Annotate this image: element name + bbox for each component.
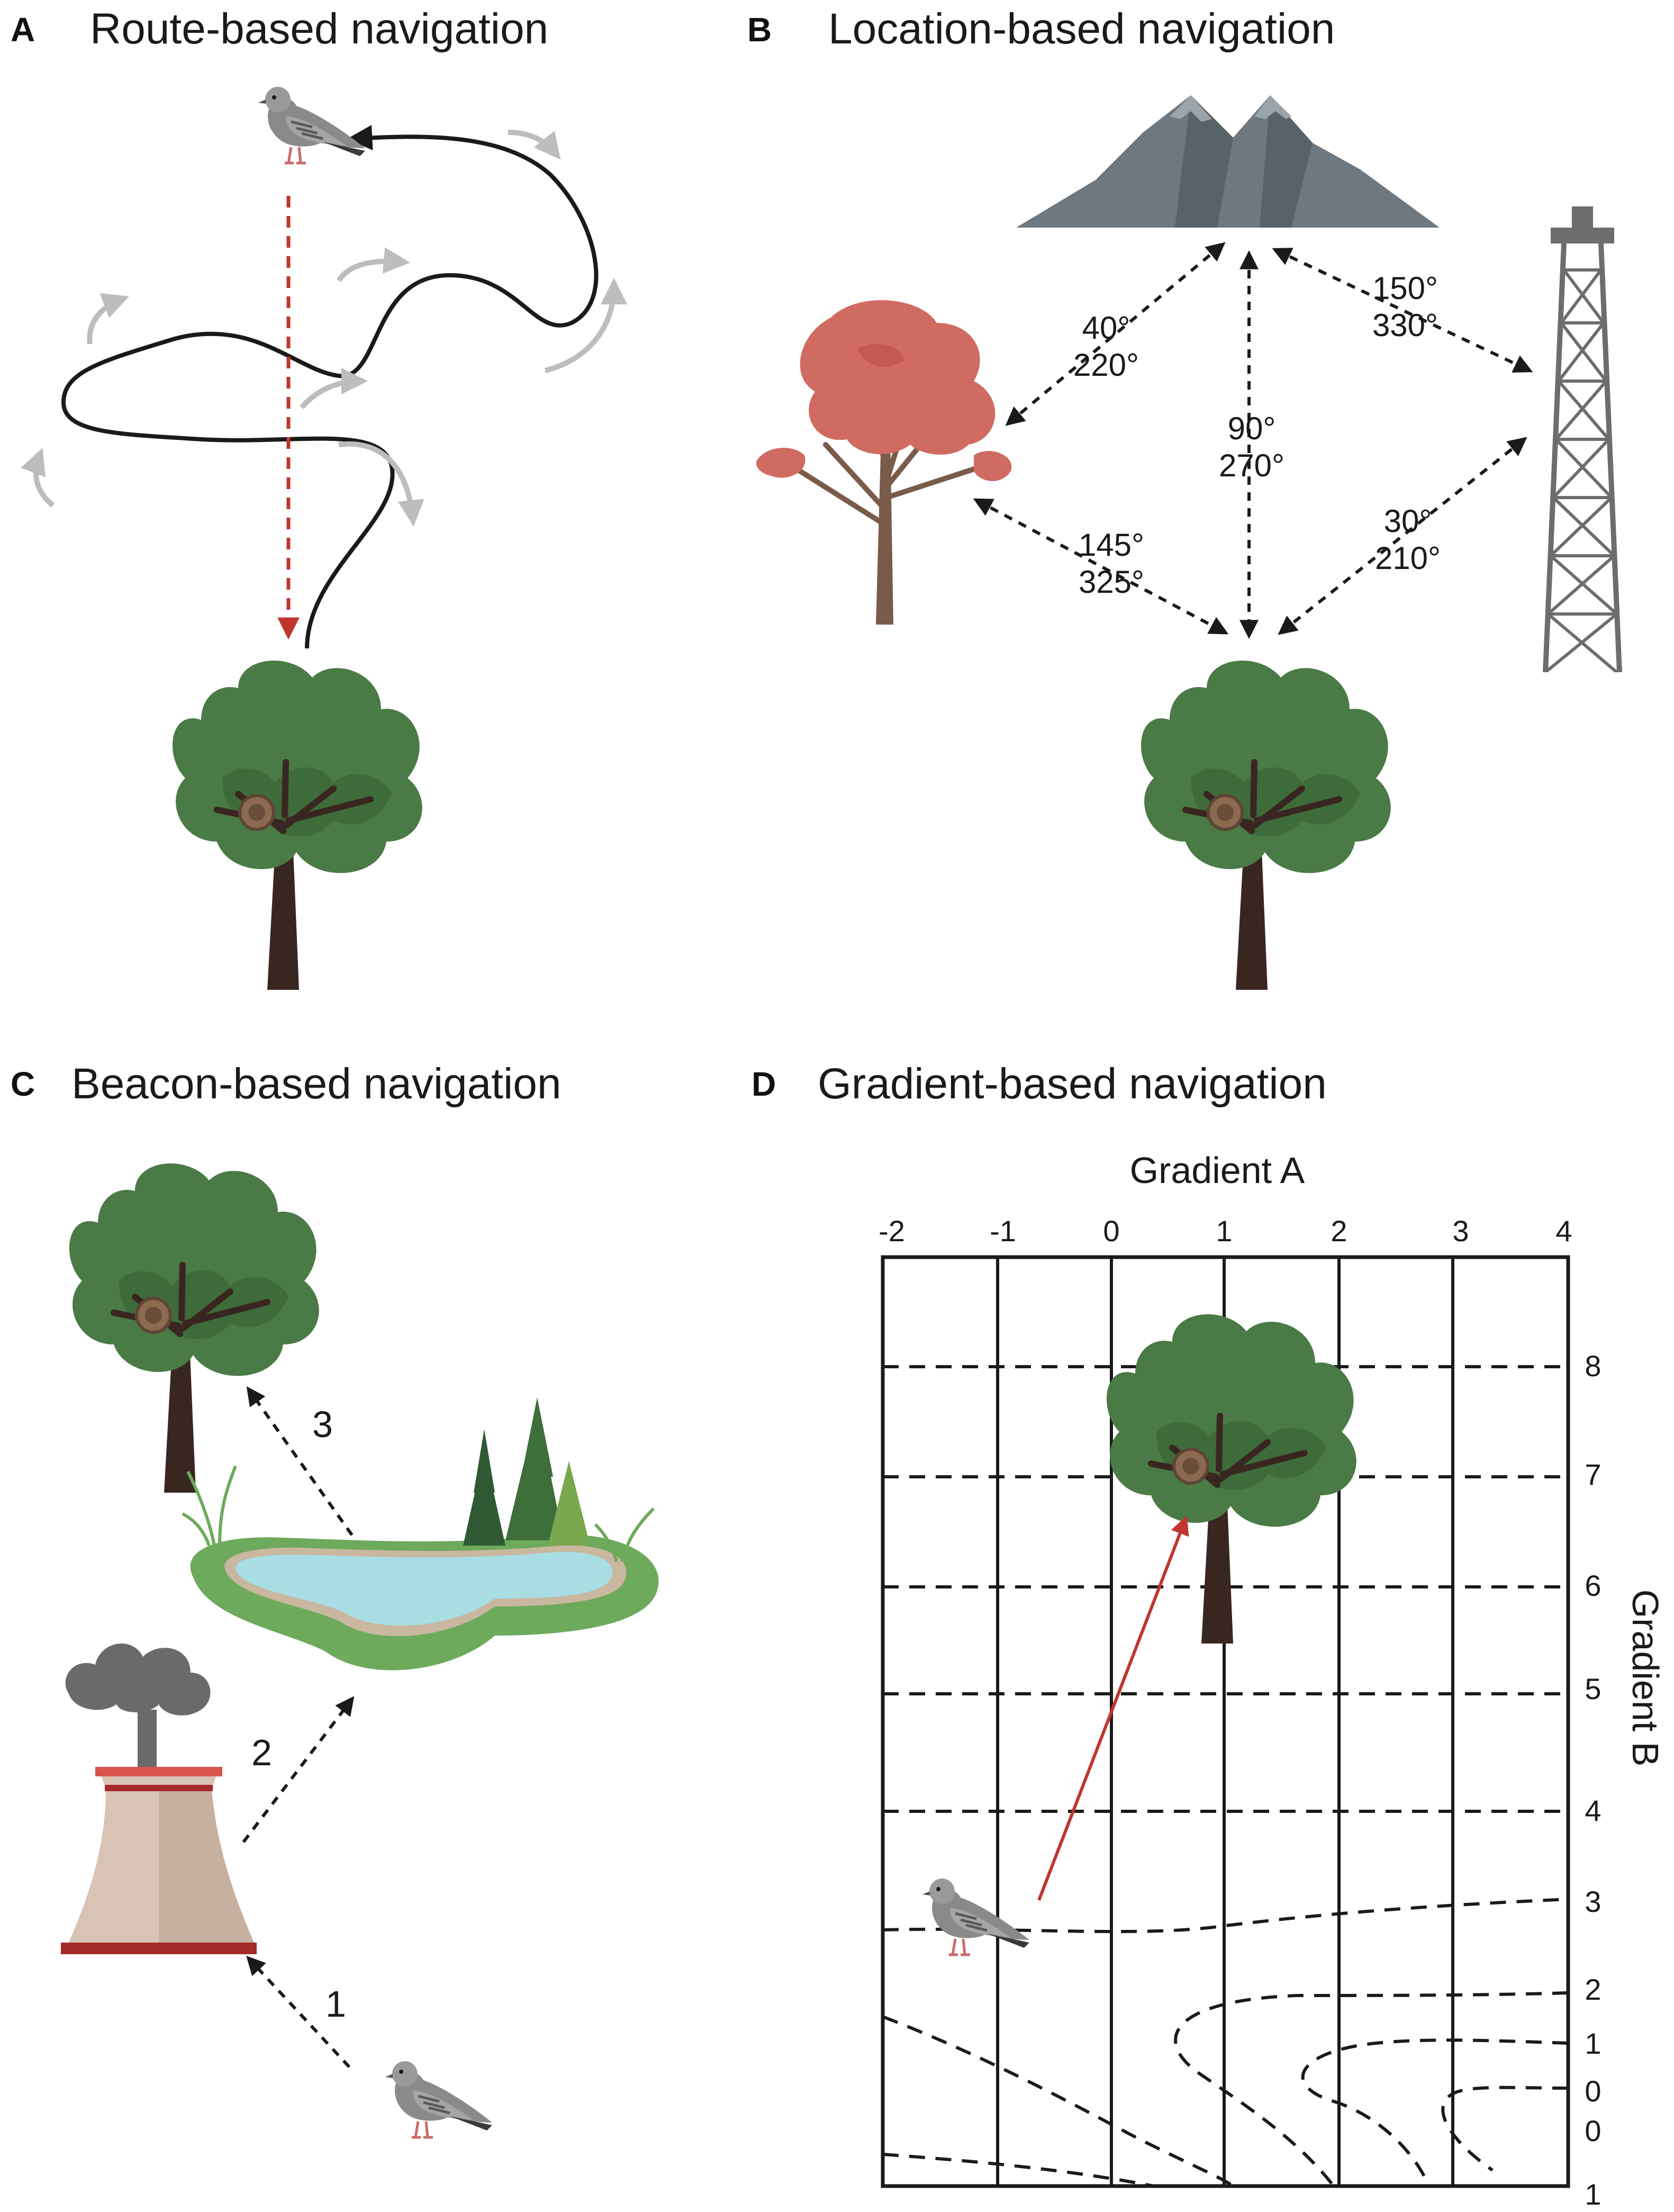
- tower-icon: [1545, 206, 1619, 672]
- nest-tree-icon-home: [1141, 661, 1391, 990]
- beacon-steps: [242, 1386, 355, 2069]
- y-tick: 0: [1585, 2074, 1601, 2108]
- bearing-mountain-home-1: 90°: [1228, 411, 1276, 446]
- beacon-step-3: 3: [312, 1404, 333, 1445]
- bearing-mountain-tower-2: 330°: [1372, 308, 1438, 343]
- autumn-tree-icon: [756, 300, 1011, 625]
- bearing-tree-mountain-1: 40°: [1082, 310, 1130, 346]
- y-tick: 6: [1585, 1569, 1601, 1602]
- direction-cues: [21, 130, 627, 527]
- y-tick: 8: [1585, 1349, 1601, 1383]
- route-path: [61, 125, 599, 649]
- mountain-icon: [1016, 95, 1440, 228]
- bearing-lines: [973, 242, 1533, 639]
- y-tick: 1: [1585, 2027, 1601, 2060]
- gradient-route-arrow: [1037, 1515, 1189, 1901]
- bearing-tower-home-2: 210°: [1375, 540, 1441, 576]
- panel-c: C Beacon-based navigation 1 2 3: [11, 1060, 659, 2137]
- pigeon-icon-beacon: [385, 2061, 492, 2137]
- nest-tree-icon-gradient: [1107, 1314, 1356, 1644]
- panel-c-label: C: [11, 1065, 35, 1103]
- panel-b-label: B: [747, 11, 772, 49]
- gradient-a-axis-title: Gradient A: [1130, 1150, 1305, 1191]
- bearing-mountain-tower-1: 150°: [1372, 270, 1438, 306]
- y-tick: 5: [1585, 1672, 1601, 1705]
- panel-a-label: A: [11, 11, 35, 49]
- panel-c-title: Beacon-based navigation: [71, 1060, 561, 1108]
- nest-tree-icon-beacon: [69, 1163, 319, 1493]
- gradient-b-ticks: 8 7 6 5 4 3 2 1 0 0 1: [1585, 1349, 1601, 2211]
- y-tick: 4: [1585, 1794, 1601, 1827]
- y-tick: 0: [1585, 2114, 1601, 2147]
- panel-a-title: Route-based navigation: [90, 5, 548, 53]
- bearing-tree-mountain-2: 220°: [1073, 347, 1139, 383]
- panel-b-title: Location-based navigation: [828, 5, 1335, 53]
- panel-b: B Location-based navigation 40° 220° 90°…: [747, 5, 1619, 990]
- x-tick: -1: [990, 1214, 1016, 1248]
- x-tick: 4: [1555, 1214, 1572, 1248]
- gradient-grid: [881, 1255, 1570, 2188]
- panel-d-title: Gradient-based navigation: [818, 1060, 1327, 1108]
- bearing-tree-home-2: 325°: [1079, 564, 1144, 600]
- x-tick: 2: [1331, 1214, 1347, 1248]
- y-tick: 1: [1585, 2178, 1601, 2211]
- pond-icon: [183, 1397, 659, 1671]
- x-tick: 0: [1103, 1214, 1119, 1248]
- y-tick: 2: [1585, 1973, 1601, 2006]
- x-tick: 1: [1216, 1214, 1232, 1248]
- factory-icon: [61, 1643, 257, 1954]
- panel-d: D Gradient-based navigation Gradient A G…: [752, 1060, 1666, 2211]
- beacon-step-2: 2: [251, 1732, 272, 1773]
- pigeon-icon-gradient: [922, 1879, 1029, 1955]
- nest-tree-icon: [173, 661, 422, 990]
- panel-a: A Route-based navigation: [11, 5, 627, 990]
- bearing-tree-home-1: 145°: [1079, 527, 1144, 563]
- bearing-mountain-home-2: 270°: [1219, 448, 1284, 483]
- y-tick: 7: [1585, 1458, 1601, 1491]
- y-tick: 3: [1585, 1885, 1601, 1918]
- gradient-a-ticks: -2 -1 0 1 2 3 4: [879, 1214, 1572, 1248]
- pigeon-icon: [258, 87, 365, 163]
- bearing-tower-home-1: 30°: [1384, 503, 1432, 539]
- x-tick: -2: [879, 1214, 905, 1248]
- gradient-b-axis-title: Gradient B: [1625, 1590, 1666, 1767]
- panel-d-label: D: [752, 1065, 776, 1103]
- beacon-step-1: 1: [325, 1983, 346, 2025]
- x-tick: 3: [1452, 1214, 1469, 1248]
